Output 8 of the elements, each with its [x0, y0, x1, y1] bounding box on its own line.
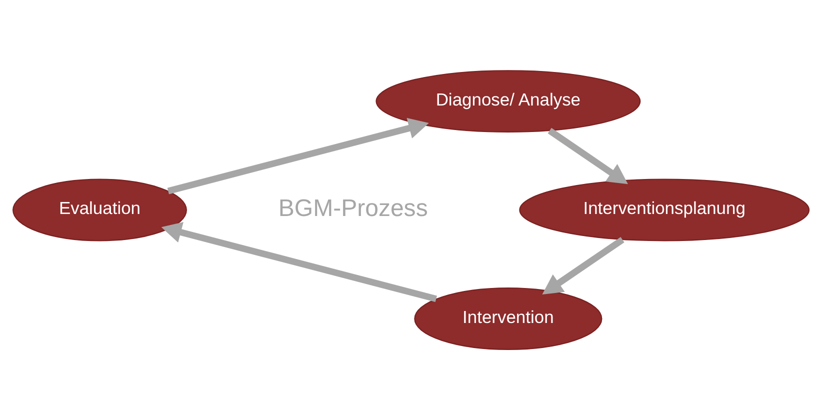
node-ellipse: Intervention	[414, 287, 602, 350]
arrow	[548, 127, 628, 184]
node-ellipse: Interventionsplanung	[519, 178, 810, 241]
label: BGM-Prozess	[278, 194, 428, 222]
node-ellipse: Diagnose/ Analyse	[376, 70, 641, 132]
arrow	[167, 117, 429, 194]
arrow	[161, 222, 437, 302]
arrow	[542, 236, 624, 294]
